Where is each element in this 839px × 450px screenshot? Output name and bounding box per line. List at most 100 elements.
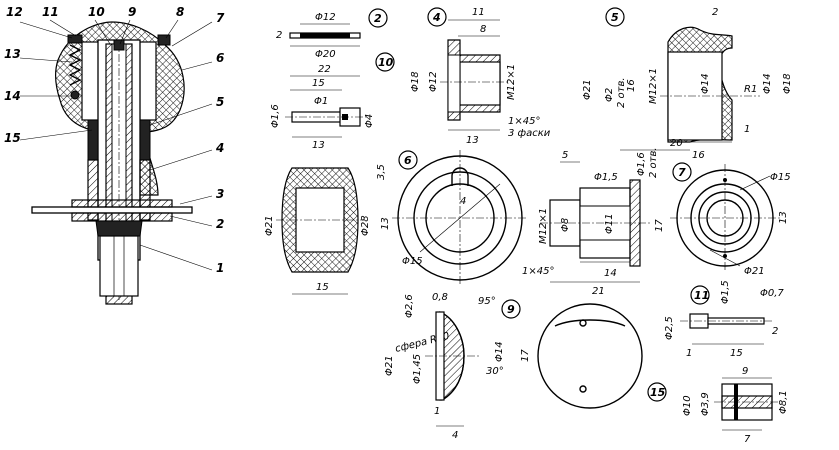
part4-bottom: 13	[466, 135, 479, 146]
part10-dleft: Φ1,6	[270, 104, 281, 128]
part10-badge	[375, 52, 395, 72]
lower-shaft	[99, 235, 139, 297]
part6-badge	[398, 150, 418, 170]
part5-holes: 2 отв.	[616, 77, 627, 108]
part-10: 10 22 15 Φ1 13 Φ1,6 Φ4	[270, 52, 395, 151]
callout-2: 2	[216, 217, 224, 231]
callout-4: 4	[215, 141, 224, 155]
part6-d35: 3,5	[376, 164, 387, 180]
part5-top: 2	[712, 7, 718, 18]
part5-bottom3: 16	[692, 150, 705, 161]
part4-badge	[427, 7, 447, 27]
part7-number: 7	[678, 166, 686, 179]
part4-chamfer2: 3 фаски	[508, 128, 551, 139]
part-8: 5 Φ1,5 Φ1,6 2 отв. M12×1 Φ8 Φ11 17 1×45°…	[522, 147, 665, 297]
part5-bottom1: 20	[670, 138, 683, 149]
part2-number: 2	[374, 12, 382, 25]
part6-d28: Φ28	[360, 215, 371, 236]
part2-d-bottom: Φ20	[315, 49, 336, 60]
part5-number: 5	[611, 11, 619, 24]
washer-bottom	[71, 212, 173, 222]
part9-number: 9	[507, 303, 515, 316]
washer-top	[71, 199, 173, 208]
part9-l4: 4	[452, 430, 458, 441]
part9-angle30: 30°	[486, 366, 504, 377]
part8-holes: 2 отв.	[648, 147, 659, 178]
callout-10: 10	[88, 5, 105, 19]
spring	[68, 44, 82, 86]
lower-nut	[95, 220, 143, 237]
part6-d15: Φ15	[402, 256, 423, 267]
part5-thread: M12×1	[648, 68, 659, 104]
part15-d81: Φ8,1	[778, 390, 789, 414]
part9-d26: Φ2,6	[404, 294, 415, 318]
part2-d-top: Φ12	[315, 12, 336, 23]
part4-chamfer: 1×45°	[508, 116, 540, 127]
callout-3: 3	[216, 187, 224, 201]
sleeve-right	[139, 119, 151, 161]
part4-din: Φ12	[428, 71, 439, 92]
part4-top2: 8	[480, 24, 486, 35]
ball	[70, 90, 80, 100]
part5-r: R1	[744, 84, 757, 95]
part-7: 7 Φ15 13 Φ21	[670, 162, 791, 277]
assembly-view	[31, 21, 193, 305]
part9-front-circle	[537, 303, 643, 409]
part11-l1: 1	[686, 348, 692, 359]
screw-head	[67, 34, 83, 44]
callout-11: 11	[42, 5, 59, 19]
part8-d5: 5	[562, 150, 568, 161]
part10-dright: Φ4	[364, 114, 375, 128]
part6-len: 15	[316, 282, 329, 293]
part6-d4: 4	[460, 196, 466, 207]
part8-l21: 21	[592, 286, 605, 297]
part7-d21: Φ21	[744, 266, 765, 277]
part5-dholes: Φ2	[604, 88, 615, 102]
part5-d16: 16	[626, 79, 637, 92]
part8-chamfer: 1×45°	[522, 266, 554, 277]
part8-l14: 14	[604, 268, 617, 279]
part-11: 11 Φ1,5 Φ0,7 Φ2,5 2 1 15	[664, 280, 784, 359]
part5-badge	[605, 7, 625, 27]
part8-d17: 17	[654, 219, 665, 232]
part9-d17: 17	[520, 349, 531, 362]
part11-l2: 2	[772, 326, 778, 337]
part11-l15: 15	[730, 348, 743, 359]
callout-14: 14	[4, 89, 21, 103]
part2-badge	[368, 8, 388, 28]
part10-len2: 15	[312, 78, 325, 89]
callout-12: 12	[6, 5, 23, 19]
part5-d14b: Φ14	[762, 73, 773, 94]
part11-d25: Φ2,5	[664, 316, 675, 340]
part-6: Φ21 Φ28 15 6 4 13 3,5 Φ15	[264, 150, 528, 295]
part5-d18: Φ18	[782, 73, 793, 94]
part8-thread: M12×1	[538, 208, 549, 244]
part10-number: 10	[378, 56, 394, 69]
part8-d15: Φ1,5	[594, 172, 618, 183]
part4-thread: M12×1	[506, 64, 517, 100]
callout-9: 9	[128, 5, 136, 19]
part7-badge	[672, 162, 692, 182]
base-plate	[31, 206, 193, 214]
sleeve-left	[87, 119, 99, 161]
part15-number: 15	[650, 386, 666, 399]
part10-len3: 13	[312, 140, 325, 151]
part9-l1: 1	[434, 406, 440, 417]
part-9: Φ2,6 0,8 95° сфера R20 Φ21 Φ1,45 Φ14 17 …	[384, 292, 643, 441]
callout-1: 1	[216, 261, 224, 275]
insert-8	[157, 34, 171, 46]
part5-dout: Φ21	[582, 79, 593, 100]
part9-d145: Φ1,45	[412, 354, 423, 384]
part5-bottom2: 1	[744, 124, 750, 135]
part6-number: 6	[404, 154, 412, 167]
part7-d13: 13	[778, 211, 789, 224]
part15-badge	[647, 382, 667, 402]
callout-8: 8	[176, 5, 184, 19]
part9-d21: Φ21	[384, 355, 395, 376]
part8-d16: Φ1,6	[636, 152, 647, 176]
part5-d14: Φ14	[700, 73, 711, 94]
part6-d21: Φ21	[264, 215, 275, 236]
part11-badge	[690, 285, 710, 305]
